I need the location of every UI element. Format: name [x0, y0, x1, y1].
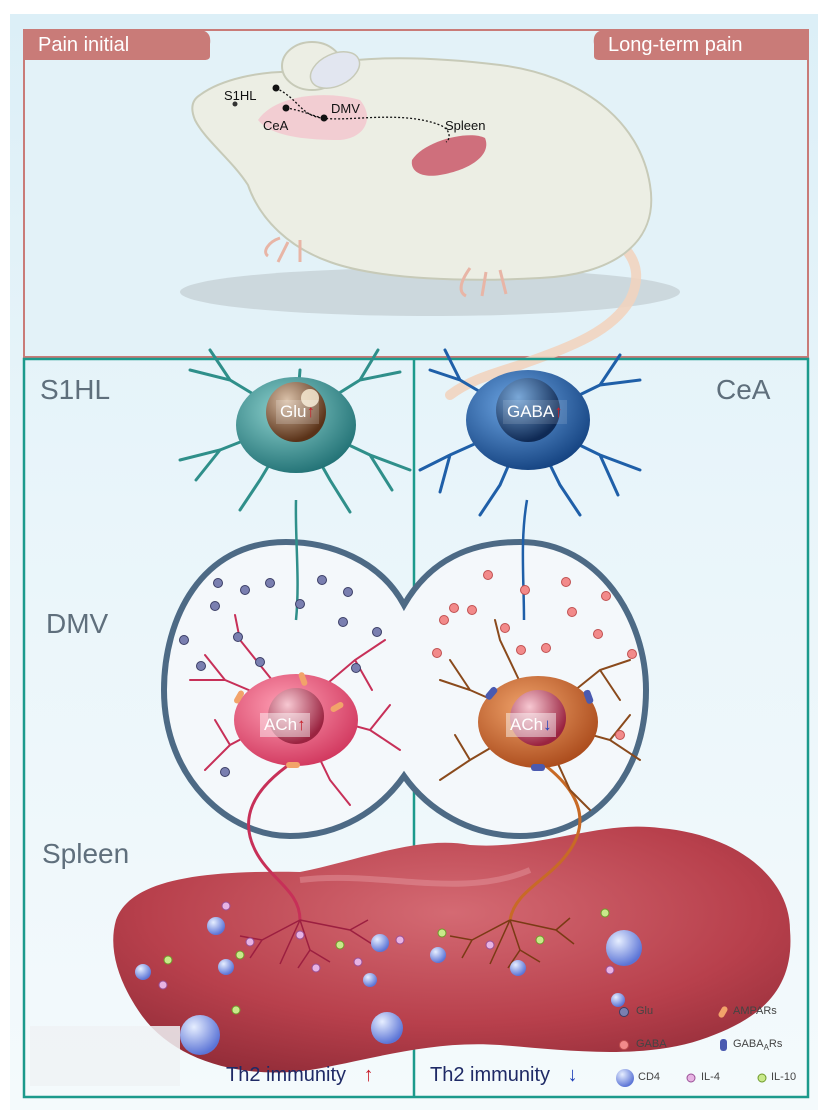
legend-label-il10: IL-10: [771, 1071, 796, 1083]
gaba-up-arrow: ↑: [554, 402, 563, 421]
legend-label-cd4: CD4: [638, 1071, 660, 1083]
region-label-s1hl: S1HL: [40, 374, 110, 406]
th2-left-text: Th2 immunity: [226, 1064, 346, 1086]
rat-label-cea: CeA: [263, 118, 288, 133]
legend-gabaars-prefix: GABA: [733, 1038, 764, 1050]
region-label-spleen: Spleen: [42, 838, 129, 870]
ach-right-text: ACh: [510, 715, 543, 734]
legend-label-gabaars: GABAARs: [733, 1038, 782, 1052]
region-label-dmv: DMV: [46, 608, 108, 640]
ach-left-text: ACh: [264, 715, 297, 734]
rat-label-s1hl: S1HL: [224, 88, 257, 103]
th2-left-outcome: Th2 immunity ↑: [226, 1064, 374, 1087]
legend-label-ampars: AMPARs: [733, 1005, 777, 1017]
ach-left-label: ACh↑: [260, 713, 310, 737]
ach-left-up-arrow: ↑: [297, 715, 306, 734]
header-pain-initial: Pain initial: [38, 31, 129, 59]
glu-text: Glu: [280, 402, 306, 421]
rat-label-dmv: DMV: [331, 101, 360, 116]
glu-neuron-label: Glu↑: [276, 400, 319, 424]
th2-right-down-arrow: ↓: [568, 1064, 578, 1086]
rat-label-spleen: Spleen: [445, 118, 485, 133]
ach-right-down-arrow: ↓: [543, 715, 552, 734]
legend-panel: [30, 1026, 180, 1086]
gaba-text: GABA: [507, 402, 554, 421]
th2-right-outcome: Th2 immunity ↓: [430, 1064, 578, 1087]
region-label-cea: CeA: [716, 374, 770, 406]
header-long-term-pain: Long-term pain: [608, 31, 743, 59]
glu-up-arrow: ↑: [306, 402, 315, 421]
th2-right-text: Th2 immunity: [430, 1064, 550, 1086]
legend-label-il4: IL-4: [701, 1071, 720, 1083]
ach-right-label: ACh↓: [506, 713, 556, 737]
legend-label-glu: Glu: [636, 1005, 653, 1017]
th2-left-up-arrow: ↑: [364, 1064, 374, 1086]
legend-gabaars-suffix: Rs: [769, 1038, 782, 1050]
legend-label-gaba: GABA: [636, 1038, 667, 1050]
gaba-neuron-label: GABA↑: [503, 400, 567, 424]
